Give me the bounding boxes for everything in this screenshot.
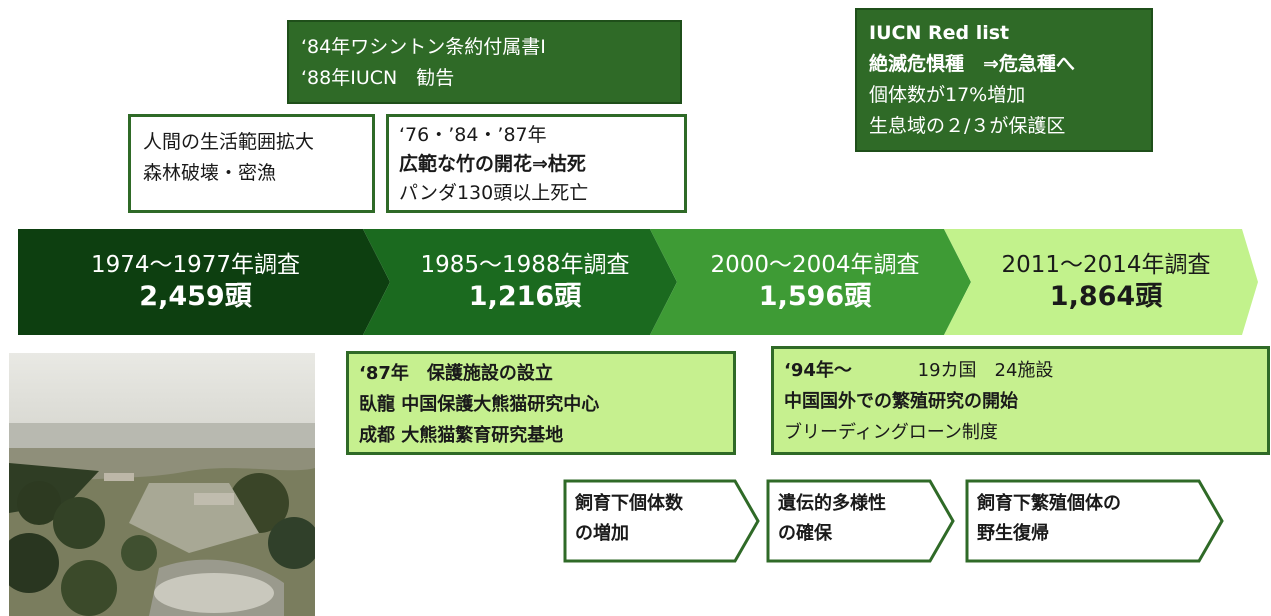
intl-year: ‘94年〜 [784,360,852,381]
panda-count: 1,864頭 [1049,281,1163,312]
chevron-3-line-1: 飼育下繁殖個体の [977,493,1121,514]
iucn-title: IUCN Red list [869,22,1010,44]
chevron-2-line-1: 遺伝的多様性 [778,493,886,514]
iucn-protected-area: 生息域の２/３が保護区 [869,115,1066,137]
survey-years: 2011〜2014年調査 [1001,252,1211,278]
iucn-status-change: 絶滅危惧種 ⇒危急種へ [869,53,1075,75]
treaty-box: ‘84年ワシントン条約付属書Ⅰ ‘88年IUCN 勧告 [287,20,682,104]
threat-line-1: 人間の生活範囲拡大 [143,131,315,153]
bamboo-flowering: 広範な竹の開花⇒枯死 [399,153,586,175]
chevron-captive-population: 飼育下個体数 の増加 [563,479,761,563]
threat-line-2: 森林破壊・密漁 [143,162,277,184]
survey-1985: 1985〜1988年調査 1,216頭 [380,229,670,335]
facility-photo [9,353,315,616]
chevron-genetic-diversity: 遺伝的多様性 の確保 [766,479,956,563]
intl-countries: 19カ国 24施設 [917,360,1054,381]
survey-years: 1985〜1988年調査 [420,252,630,278]
intl-breeding-loan: ブリーディングローン制度 [784,422,998,443]
bamboo-deaths: パンダ130頭以上死亡 [399,182,589,204]
facility-box: ‘87年 保護施設の設立 臥龍 中国保護大熊猫研究中心 成都 大熊猫繁育研究基地 [346,351,736,455]
chevron-1-line-2: の増加 [575,523,629,544]
timeline-segment-3 [650,229,971,335]
intl-line-1: ‘94年〜 19カ国 24施設 [784,355,1267,386]
bamboo-years: ‘76・’84・’87年 [399,124,547,146]
timeline-segment-1 [18,229,390,335]
timeline-arrows [18,229,1258,335]
intl-research-start: 中国国外での繁殖研究の開始 [784,391,1018,412]
chevron-wild-release: 飼育下繁殖個体の 野生復帰 [965,479,1225,563]
chevron-2-line-2: の確保 [778,523,832,544]
international-breeding-box: ‘94年〜 19カ国 24施設 中国国外での繁殖研究の開始 ブリーディングローン… [771,346,1270,455]
treaty-line-1: ‘84年ワシントン条約付属書Ⅰ [301,36,546,58]
facility-wolong: 臥龍 中国保護大熊猫研究中心 [359,394,600,415]
bamboo-box: ‘76・’84・’87年 広範な竹の開花⇒枯死 パンダ130頭以上死亡 [386,114,687,213]
panda-count: 2,459頭 [139,281,252,312]
timeline-segment-2 [363,229,677,335]
survey-years: 1974〜1977年調査 [90,252,301,278]
threat-box: 人間の生活範囲拡大 森林破壊・密漁 [128,114,375,213]
iucn-redlist-box: IUCN Red list 絶滅危惧種 ⇒危急種へ 個体数が17%増加 生息域の… [855,8,1153,152]
timeline-segment-4 [944,229,1258,335]
facility-chengdu: 成都 大熊猫繁育研究基地 [359,425,564,446]
survey-years: 2000〜2004年調査 [710,252,920,278]
panda-count: 1,596頭 [758,281,872,312]
chevron-3-line-2: 野生復帰 [977,523,1049,544]
treaty-line-2: ‘88年IUCN 勧告 [301,67,455,89]
survey-timeline: 1974〜1977年調査 2,459頭 1985〜1988年調査 1,216頭 … [18,229,1258,335]
survey-2011: 2011〜2014年調査 1,864頭 [961,229,1251,335]
survey-2000: 2000〜2004年調査 1,596頭 [665,229,965,335]
panda-count: 1,216頭 [468,281,582,312]
survey-1974: 1974〜1977年調査 2,459頭 [18,229,373,335]
iucn-population-increase: 個体数が17%増加 [869,84,1026,106]
chevron-1-line-1: 飼育下個体数 [575,493,683,514]
facility-year: ‘87年 保護施設の設立 [359,363,553,384]
